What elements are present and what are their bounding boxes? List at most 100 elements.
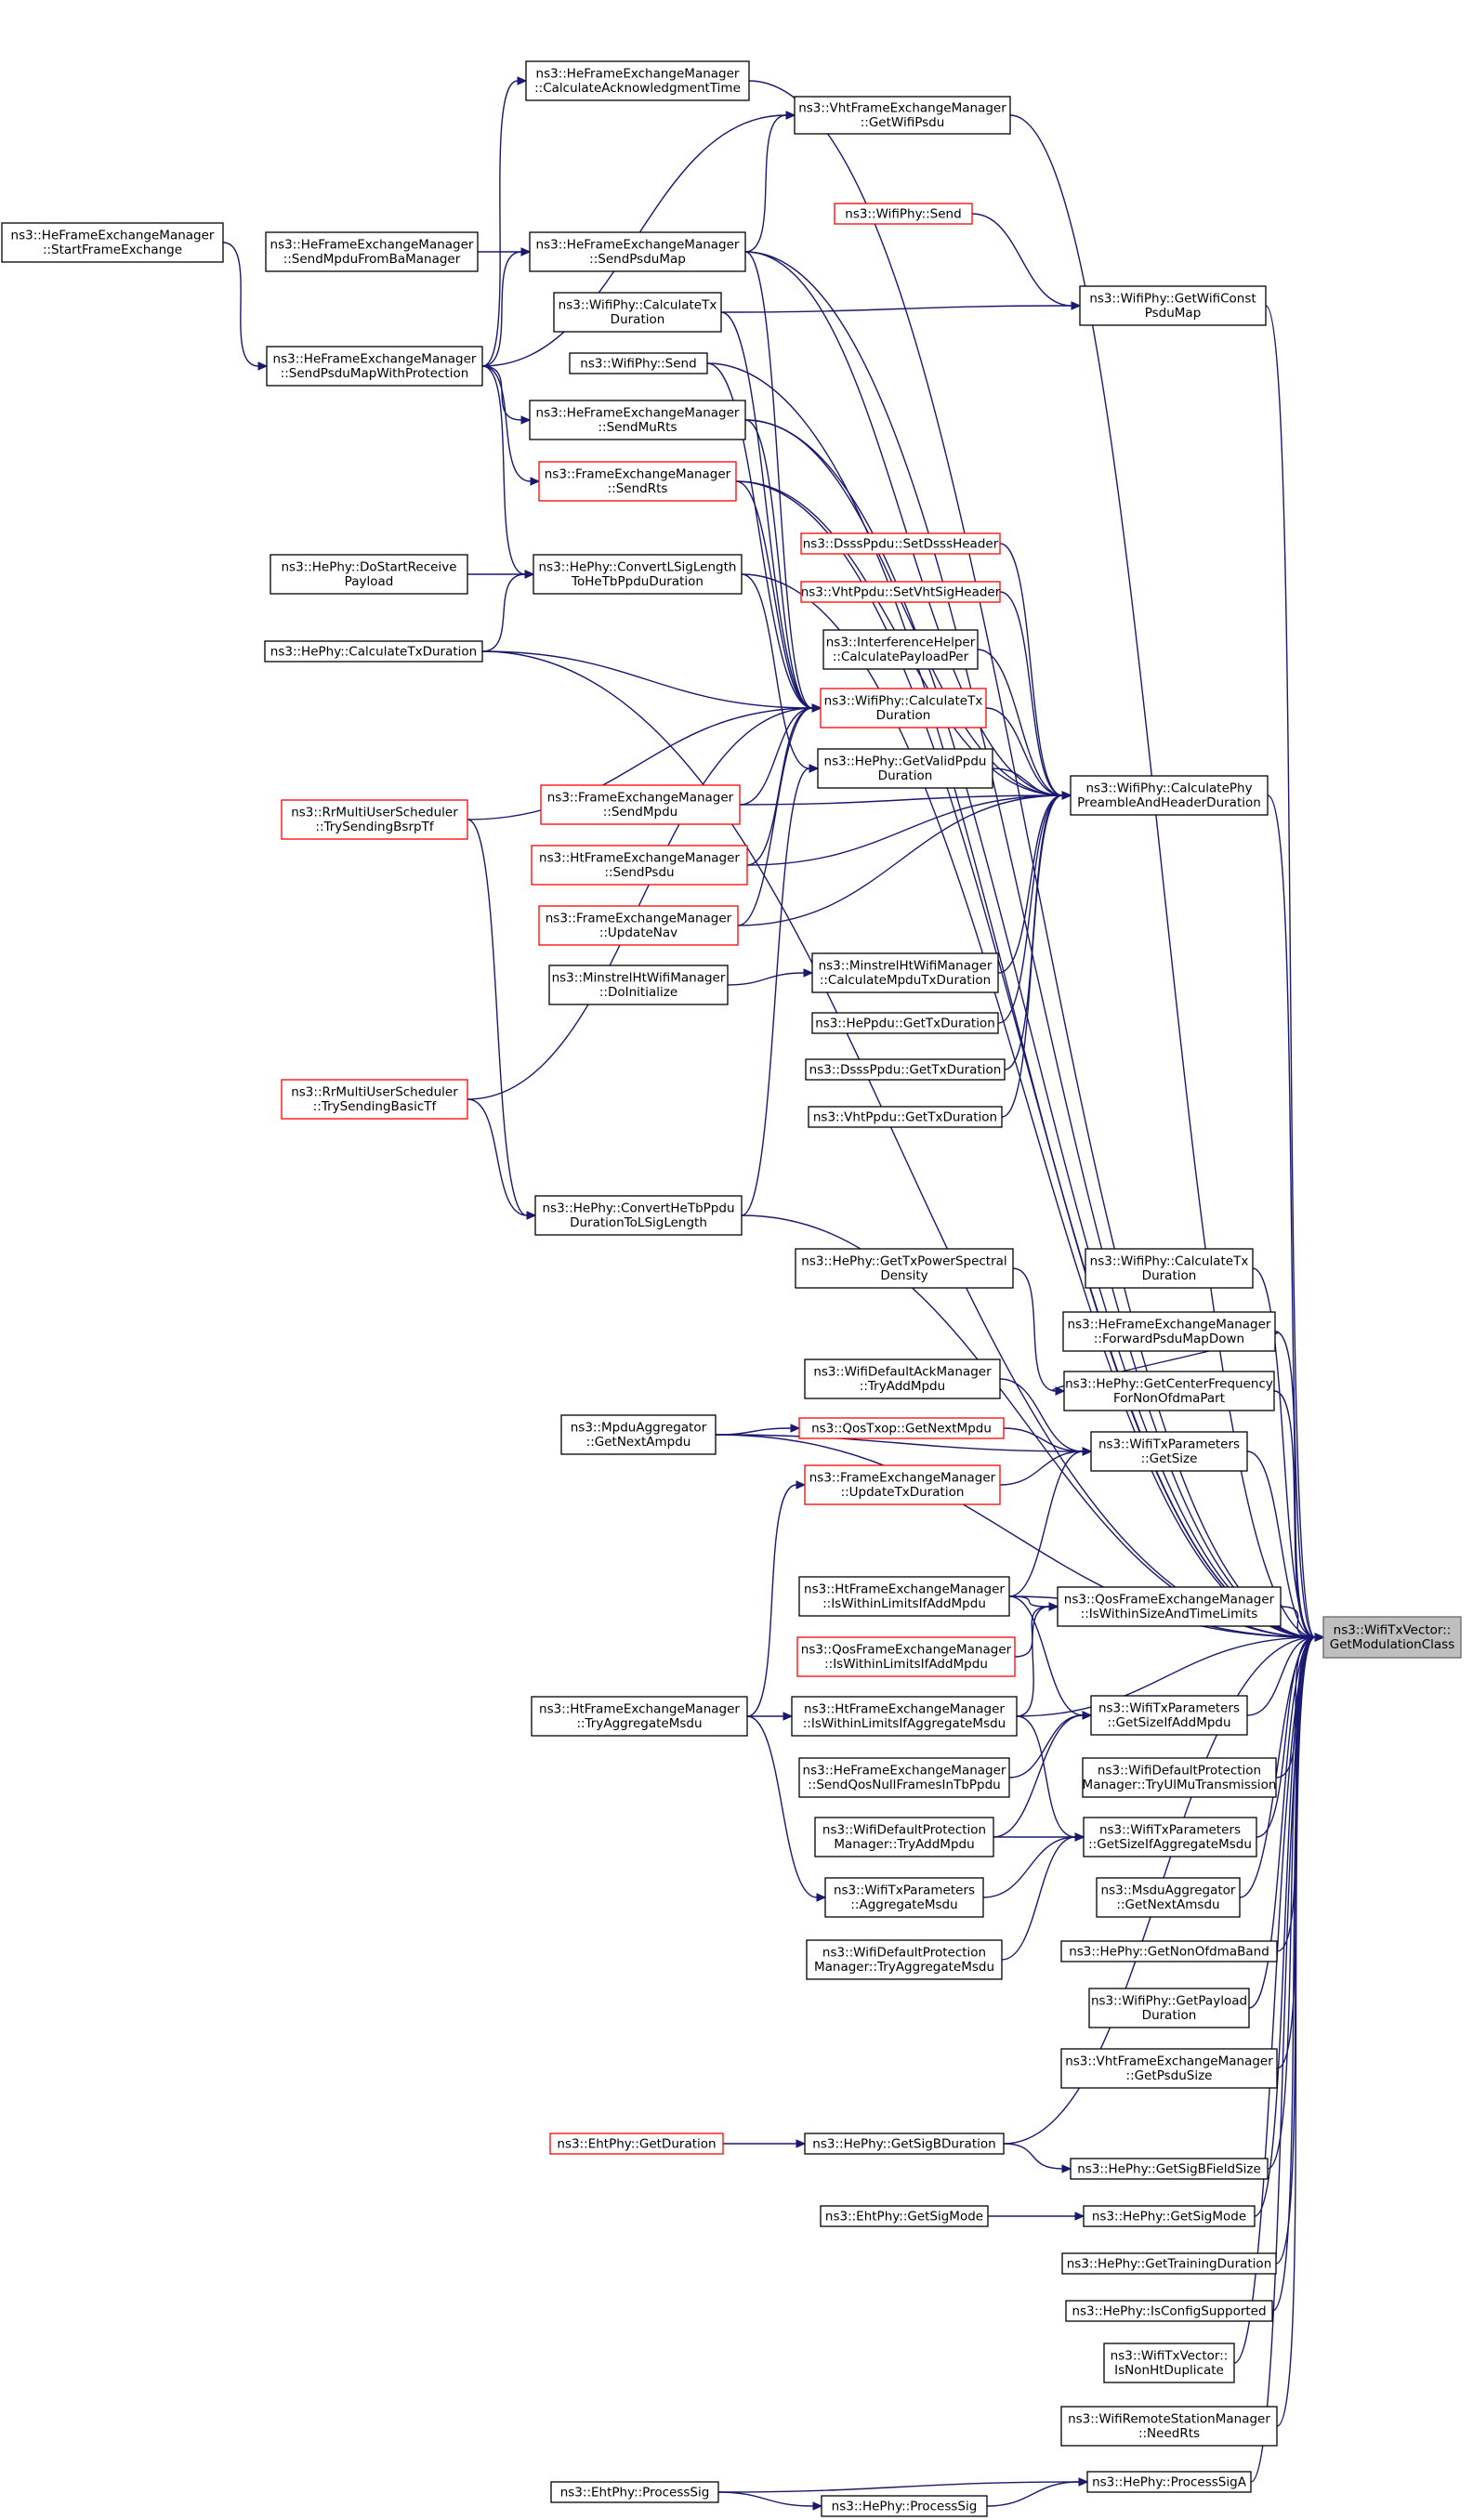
node-label: ns3::VhtFrameExchangeManager <box>1065 2054 1273 2069</box>
node-ns3-vhtframeexchangemanager-getpsdusize[interactable]: ns3::VhtFrameExchangeManager::GetPsduSiz… <box>1060 2048 1278 2089</box>
node-ns3-heframeexchangemanager-sendmurts[interactable]: ns3::HeFrameExchangeManager::SendMuRts <box>529 400 746 440</box>
node-label: ns3::HeFrameExchangeManager <box>536 406 740 421</box>
node-ns3-wifidefaultprotection-manager-tryulmutransmission[interactable]: ns3::WifiDefaultProtectionManager::TryUl… <box>1082 1757 1277 1798</box>
node-ns3-hephy-getsigbfieldsize[interactable]: ns3::HePhy::GetSigBFieldSize <box>1070 2158 1269 2180</box>
node-box <box>794 96 1011 135</box>
node-ns3-heframeexchangemanager-sendpsdumapwithprotection[interactable]: ns3::HeFrameExchangeManager::SendPsduMap… <box>266 346 483 387</box>
node-ns3-hephy-getnonofdmaband[interactable]: ns3::HePhy::GetNonOfdmaBand <box>1060 1940 1278 1962</box>
node-ns3-htframeexchangemanager-iswithinlimitsifaggregatemsdu[interactable]: ns3::HtFrameExchangeManager::IsWithinLim… <box>791 1696 1018 1737</box>
node-ns3-minstrelhtwifimanager-calculatempdutxduration[interactable]: ns3::MinstrelHtWifiManager::CalculateMpd… <box>811 952 999 993</box>
node-label: ::SendMpduFromBaManager <box>283 252 461 267</box>
node-ns3-ehtphy-getsigmode[interactable]: ns3::EhtPhy::GetSigMode <box>820 2205 989 2227</box>
node-ns3-hephy-isconfigsupported[interactable]: ns3::HePhy::IsConfigSupported <box>1065 2300 1273 2322</box>
node-ns3-wifiphy-calculatetx-duration[interactable]: ns3::WifiPhy::CalculateTxDuration <box>1085 1248 1254 1289</box>
node-ns3-wifitxvector-isnonhtduplicate[interactable]: ns3::WifiTxVector::IsNonHtDuplicate <box>1103 2343 1235 2383</box>
node-label: ns3::HeFrameExchangeManager <box>270 238 474 253</box>
node-ns3-interferencehelper-calculatepayloadper[interactable]: ns3::InterferenceHelper::CalculatePayloa… <box>822 629 979 670</box>
node-ns3-frameexchangemanager-sendrts[interactable]: ns3::FrameExchangeManager::SendRts <box>538 461 737 502</box>
node-ns3-wifidefaultackmanager-tryaddmpdu[interactable]: ns3::WifiDefaultAckManager::TryAddMpdu <box>804 1358 1001 1399</box>
node-ns3-hephy-processsig[interactable]: ns3::HePhy::ProcessSig <box>821 2495 988 2517</box>
node-ns3-wifiphy-send[interactable]: ns3::WifiPhy::Send <box>569 352 708 374</box>
node-ns3-wifiphy-calculatetx-duration[interactable]: ns3::WifiPhy::CalculateTxDuration <box>820 688 987 728</box>
node-label: Payload <box>345 574 394 589</box>
edge-sendMuRts-to-root <box>744 419 1316 1638</box>
node-ns3-ehtphy-getduration[interactable]: ns3::EhtPhy::GetDuration <box>549 2133 724 2155</box>
node-ns3-heframeexchangemanager-startframeexchange[interactable]: ns3::HeFrameExchangeManager::StartFrameE… <box>1 222 224 263</box>
node-ns3-wifiphy-calculatephy-preambleandheaderduration[interactable]: ns3::WifiPhy::CalculatePhyPreambleAndHea… <box>1070 775 1269 816</box>
node-label: ::SendRts <box>608 481 668 496</box>
node-ns3-hephy-processsiga[interactable]: ns3::HePhy::ProcessSigA <box>1086 2471 1252 2493</box>
node-ns3-msduaggregator-getnextamsdu[interactable]: ns3::MsduAggregator::GetNextAmsdu <box>1096 1877 1241 1918</box>
node-ns3-ehtphy-processsig[interactable]: ns3::EhtPhy::ProcessSig <box>550 2481 719 2503</box>
node-ns3-vhtframeexchangemanager-getwifipsdu[interactable]: ns3::VhtFrameExchangeManager::GetWifiPsd… <box>794 96 1011 135</box>
node-box <box>560 1414 717 1455</box>
node-ns3-wifitxparameters-aggregatemsdu[interactable]: ns3::WifiTxParameters::AggregateMsdu <box>824 1877 984 1918</box>
node-ns3-wifidefaultprotection-manager-tryaddmpdu[interactable]: ns3::WifiDefaultProtectionManager::TryAd… <box>814 1817 994 1857</box>
node-ns3-dsssppdu-gettxduration[interactable]: ns3::DsssPpdu::GetTxDuration <box>805 1058 1006 1081</box>
edge-arrowhead <box>1061 791 1072 800</box>
node-box <box>1 222 224 263</box>
edge-arrowhead <box>812 2501 823 2511</box>
node-ns3-frameexchangemanager-sendmpdu[interactable]: ns3::FrameExchangeManager::SendMpdu <box>540 784 741 825</box>
node-ns3-qosframeexchangemanager-iswithinlimitsifaddmpdu[interactable]: ns3::QosFrameExchangeManager::IsWithinLi… <box>796 1636 1016 1677</box>
node-ns3-hephy-calculatetxduration[interactable]: ns3::HePhy::CalculateTxDuration <box>264 640 483 663</box>
node-ns3-wifidefaultprotection-manager-tryaggregatemsdu[interactable]: ns3::WifiDefaultProtectionManager::TryAg… <box>806 1939 1003 1980</box>
node-box <box>1085 1248 1254 1289</box>
node-ns3-hephy-getsigmode[interactable]: ns3::HePhy::GetSigMode <box>1083 2205 1256 2227</box>
node-ns3-hephy-getsigbduration[interactable]: ns3::HePhy::GetSigBDuration <box>804 2133 1005 2155</box>
node-ns3-hephy-convertlsiglength-tohetbppduduration[interactable]: ns3::HePhy::ConvertLSigLengthToHeTbPpduD… <box>533 554 743 595</box>
edge-heCalcTx-to-calcTxR <box>481 650 813 709</box>
node-ns3-hephy-converthetbppdu-durationtolsiglength[interactable]: ns3::HePhy::ConvertHeTbPpduDurationToLSi… <box>534 1195 743 1236</box>
node-label: ns3::HePhy::GetSigMode <box>1092 2209 1246 2224</box>
node-label: ::CalculateAcknowledgmentTime <box>534 81 741 96</box>
node-label: ns3::WifiDefaultProtection <box>822 1823 986 1838</box>
node-box <box>569 352 708 374</box>
edge-minstrelCalc-to-calcPhyPre <box>997 794 1063 974</box>
node-ns3-heppdu-gettxduration[interactable]: ns3::HePpdu::GetTxDuration <box>811 1012 999 1034</box>
node-ns3-rrmultiuserscheduler-trysendingbasictf[interactable]: ns3::RrMultiUserScheduler::TrySendingBas… <box>281 1079 468 1120</box>
edge-arrowhead <box>1074 2212 1085 2221</box>
edge-isConfig-to-root <box>1271 1636 1316 2312</box>
edge-sendPsduMap-to-vhtGetWifiPsdu <box>744 114 787 253</box>
node-ns3-mpduaggregator-getnextampdu[interactable]: ns3::MpduAggregator::GetNextAmpdu <box>560 1414 717 1455</box>
node-ns3-wifitxparameters-getsizeifaddmpdu[interactable]: ns3::WifiTxParameters::GetSizeIfAddMpdu <box>1090 1695 1248 1736</box>
node-ns3-heframeexchangemanager-sendmpdufrombamanager[interactable]: ns3::HeFrameExchangeManager::SendMpduFro… <box>265 231 479 272</box>
node-ns3-wifiphy-send[interactable]: ns3::WifiPhy::Send <box>834 203 973 225</box>
node-ns3-hephy-getcenterfrequency-fornonofdmapart[interactable]: ns3::HePhy::GetCenterFrequencyForNonOfdm… <box>1063 1371 1275 1411</box>
node-ns3-vhtppdu-gettxduration[interactable]: ns3::VhtPpdu::GetTxDuration <box>808 1106 1003 1128</box>
node-box <box>1083 1817 1257 1857</box>
node-ns3-hephy-gettrainingduration[interactable]: ns3::HePhy::GetTrainingDuration <box>1061 2252 1277 2275</box>
node-ns3-frameexchangemanager-updatenav[interactable]: ns3::FrameExchangeManager::UpdateNav <box>538 905 739 946</box>
node-ns3-heframeexchangemanager-sendpsdumap[interactable]: ns3::HeFrameExchangeManager::SendPsduMap <box>529 231 746 272</box>
node-ns3-qostxop-getnextmpdu[interactable]: ns3::QosTxop::GetNextMpdu <box>798 1417 1005 1439</box>
node-ns3-minstrelhtwifimanager-doinitialize[interactable]: ns3::MinstrelHtWifiManager::DoInitialize <box>548 965 729 1005</box>
node-ns3-heframeexchangemanager-sendqosnullframesintbppdu[interactable]: ns3::HeFrameExchangeManager::SendQosNull… <box>798 1757 1010 1798</box>
edge-sendMpdu-to-calcPhyPre <box>739 794 1063 806</box>
node-ns3-heframeexchangemanager-calculateacknowledgmenttime[interactable]: ns3::HeFrameExchangeManager::CalculateAc… <box>525 60 750 101</box>
node-ns3-qosframeexchangemanager-iswithinsizeandtimelimits[interactable]: ns3::QosFrameExchangeManager::IsWithinSi… <box>1057 1586 1282 1627</box>
node-ns3-wifiremotestationmanager-needrts[interactable]: ns3::WifiRemoteStationManager::NeedRts <box>1060 2406 1278 2447</box>
node-ns3-htframeexchangemanager-tryaggregatemsdu[interactable]: ns3::HtFrameExchangeManager::TryAggregat… <box>531 1696 748 1737</box>
edge-rrBsrp-to-convHeTb <box>467 819 528 1216</box>
node-ns3-rrmultiuserscheduler-trysendingbsrptf[interactable]: ns3::RrMultiUserScheduler::TrySendingBsr… <box>281 799 468 840</box>
node-label: GetModulationClass <box>1330 1637 1455 1652</box>
edge-sendPsduMapProt-to-sendPsduMap <box>481 251 522 367</box>
node-ns3-frameexchangemanager-updatetxduration[interactable]: ns3::FrameExchangeManager::UpdateTxDurat… <box>804 1464 1001 1505</box>
edge-calcTx1-to-getWifiConst <box>720 305 1072 313</box>
node-ns3-heframeexchangemanager-forwardpsdumapdown[interactable]: ns3::HeFrameExchangeManager::ForwardPsdu… <box>1062 1311 1276 1352</box>
node-ns3-vhtppdu-setvhtsigheader[interactable]: ns3::VhtPpdu::SetVhtSigHeader <box>800 581 1001 603</box>
node-ns3-wifitxparameters-getsizeifaggregatemsdu[interactable]: ns3::WifiTxParameters::GetSizeIfAggregat… <box>1083 1817 1257 1857</box>
node-label: ns3::MinstrelHtWifiManager <box>819 959 993 974</box>
edge-fwdPsdu-to-root <box>1274 1331 1316 1638</box>
node-ns3-wifiphy-calculatetx-duration[interactable]: ns3::WifiPhy::CalculateTxDuration <box>553 292 722 333</box>
node-ns3-htframeexchangemanager-sendpsdu[interactable]: ns3::HtFrameExchangeManager::SendPsdu <box>531 845 748 886</box>
node-ns3-wifitxparameters-getsize[interactable]: ns3::WifiTxParameters::GetSize <box>1090 1431 1248 1472</box>
node-label: ns3::InterferenceHelper <box>826 636 976 650</box>
node-ns3-dsssppdu-setdsssheader[interactable]: ns3::DsssPpdu::SetDsssHeader <box>800 532 1001 555</box>
node-ns3-htframeexchangemanager-iswithinlimitsifaddmpdu[interactable]: ns3::HtFrameExchangeManager::IsWithinLim… <box>798 1576 1010 1617</box>
